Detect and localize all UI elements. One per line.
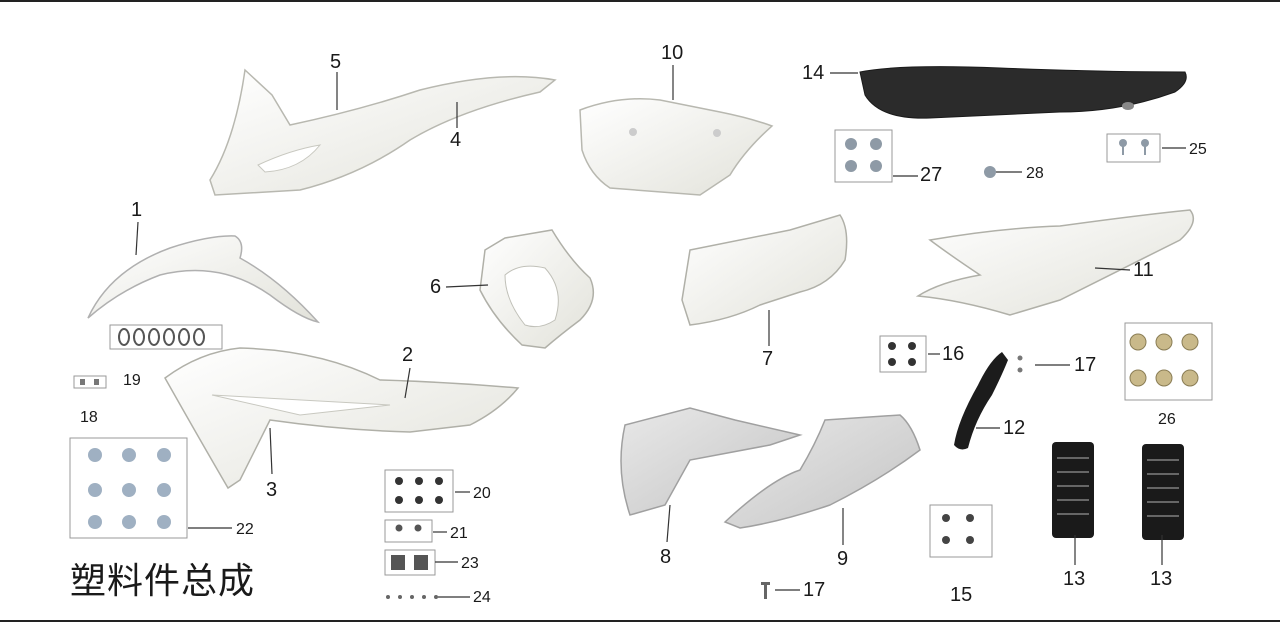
callout-6: 6 <box>430 276 442 298</box>
callout-1: 1 <box>131 199 143 221</box>
top-frame-line <box>0 0 1280 2</box>
callout-27: 27 <box>920 164 943 186</box>
part-clips-19 <box>109 324 223 350</box>
callout-17-bottom: 17 <box>803 579 826 601</box>
part-upper-shroud <box>209 68 557 196</box>
callout-15: 15 <box>950 584 973 606</box>
part-airbox <box>681 214 848 326</box>
callout-20: 20 <box>473 485 491 502</box>
callout-18: 18 <box>80 409 98 426</box>
part-hardware-15 <box>929 504 993 558</box>
part-hardware-28 <box>984 166 996 178</box>
callout-21: 21 <box>450 525 468 542</box>
diagram-title: 塑料件总成 <box>70 561 256 602</box>
part-hardware-24 <box>386 595 438 599</box>
part-hardware-23 <box>384 549 436 576</box>
part-radiator-guard-left <box>1052 442 1094 538</box>
callout-23: 23 <box>461 555 479 572</box>
leader-lines <box>135 65 1186 598</box>
bottom-frame-line <box>0 620 1280 622</box>
part-hardware-21 <box>384 519 433 543</box>
part-radiator-shroud <box>164 347 520 490</box>
callout-14: 14 <box>802 62 825 84</box>
part-seat <box>859 66 1187 119</box>
part-hardware-16 <box>879 335 927 373</box>
part-chain-guard <box>954 352 1023 450</box>
callout-3: 3 <box>266 479 278 501</box>
callout-28: 28 <box>1026 165 1044 182</box>
part-front-fender <box>87 235 321 324</box>
callout-5: 5 <box>330 51 342 73</box>
part-hardware-25 <box>1106 133 1161 163</box>
callout-22: 22 <box>236 521 254 538</box>
callout-10: 10 <box>661 42 684 64</box>
callout-25: 25 <box>1189 141 1207 158</box>
part-hardware-27 <box>834 129 893 183</box>
part-clips-18 <box>73 375 107 389</box>
part-rear-fender <box>915 209 1195 316</box>
callout-17-top: 17 <box>1074 354 1097 376</box>
callout-8: 8 <box>660 546 672 568</box>
part-side-panel-right <box>723 414 921 529</box>
callout-9: 9 <box>837 548 849 570</box>
callout-2: 2 <box>402 344 414 366</box>
callout-4: 4 <box>450 129 462 151</box>
callout-26: 26 <box>1158 411 1176 428</box>
part-side-panel-left <box>620 407 803 516</box>
callout-24: 24 <box>473 589 491 606</box>
part-side-plate <box>579 98 774 196</box>
part-radiator-guard-right <box>1142 444 1184 540</box>
callout-11: 11 <box>1133 259 1154 281</box>
callout-16: 16 <box>942 343 965 365</box>
part-hardware-26 <box>1124 322 1213 401</box>
callout-7: 7 <box>762 348 774 370</box>
callout-13-left: 13 <box>1063 568 1086 590</box>
part-headlight-mask <box>479 229 595 349</box>
callout-12: 12 <box>1003 417 1026 439</box>
part-hardware-22 <box>69 437 188 539</box>
callout-13-right: 13 <box>1150 568 1173 590</box>
part-screw-17 <box>761 582 770 599</box>
part-hardware-20 <box>384 469 454 513</box>
callout-19: 19 <box>123 372 141 389</box>
